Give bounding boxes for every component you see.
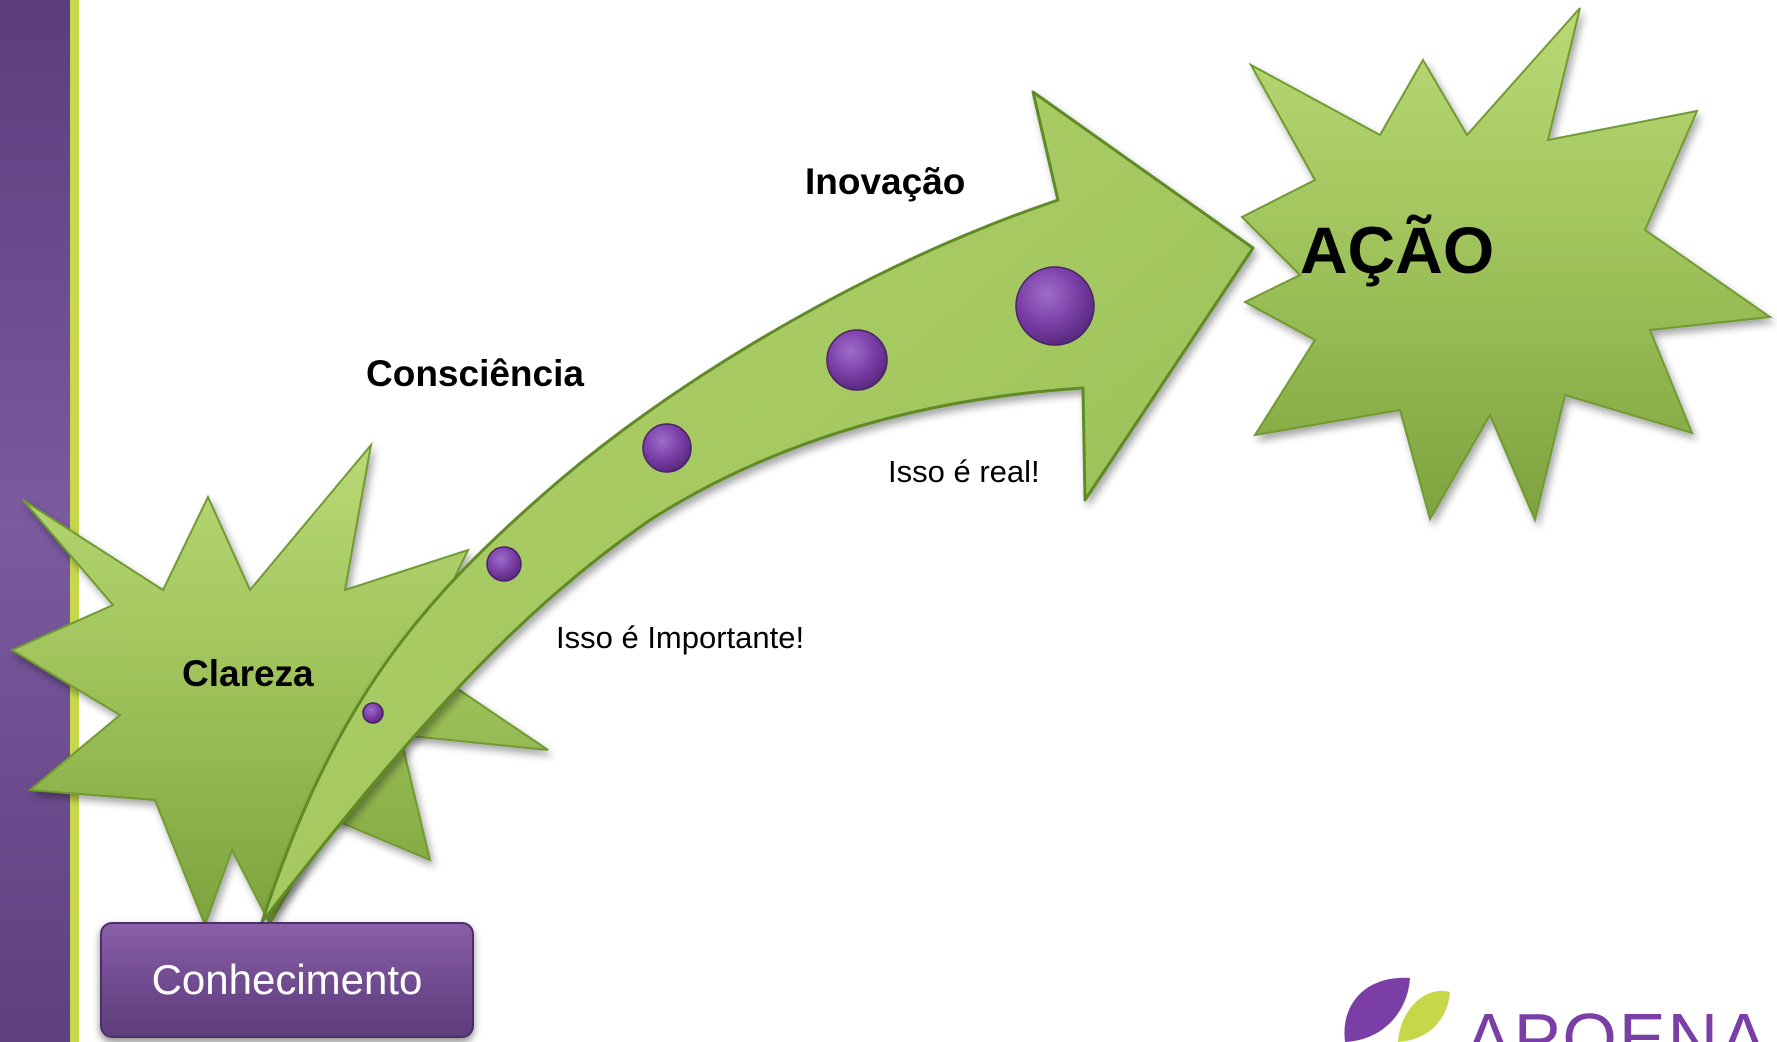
- sidebar-accent-stripe: [70, 0, 79, 1042]
- apoena-logo: APOENA: [1344, 977, 1769, 1042]
- innovation-label: Inovação: [805, 161, 965, 202]
- important-caption: Isso é Importante!: [556, 620, 804, 655]
- knowledge-box: Conhecimento: [100, 922, 474, 1038]
- progress-arrow: [260, 90, 1255, 924]
- knowledge-label: Conhecimento: [151, 956, 423, 1003]
- clarity-starburst: [9, 441, 549, 928]
- progress-dot: [1015, 266, 1095, 346]
- action-starburst: [1240, 7, 1773, 524]
- awareness-label: Consciência: [366, 353, 584, 394]
- progress-dot: [362, 702, 384, 724]
- progress-dot: [642, 423, 692, 473]
- clarity-label: Clareza: [182, 653, 314, 694]
- progress-dot: [486, 546, 522, 582]
- real-caption: Isso é real!: [888, 454, 1040, 489]
- sidebar-band: [0, 0, 70, 1042]
- logo-wordmark: APOENA: [1465, 999, 1769, 1042]
- logo-leaf-accent-icon: [1398, 990, 1450, 1042]
- action-label: AÇÃO: [1300, 213, 1494, 287]
- logo-leaf-icon: [1344, 977, 1410, 1042]
- progress-dot: [826, 329, 888, 391]
